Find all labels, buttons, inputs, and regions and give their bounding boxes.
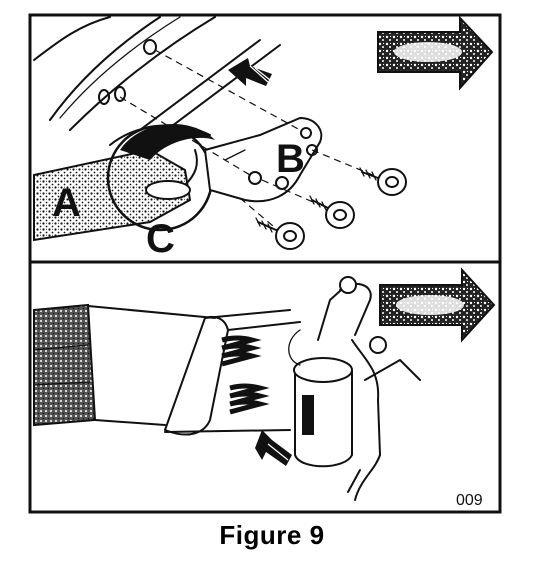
spring-icon <box>221 335 262 367</box>
callout-b: B <box>276 137 305 181</box>
mounting-bracket-b <box>203 116 323 203</box>
handle-grip <box>33 303 97 427</box>
figure-code: 009 <box>456 492 483 509</box>
callout-a: A <box>52 181 81 225</box>
top-panel: A B C <box>33 15 494 261</box>
screw-icon <box>309 195 355 229</box>
figure-caption: Figure 9 <box>219 520 325 550</box>
direction-arrow-icon <box>228 58 272 86</box>
forward-arrow-icon <box>379 267 496 343</box>
forward-arrow-icon <box>377 15 494 91</box>
screw-icon <box>255 217 305 250</box>
direction-arrow-icon <box>255 430 292 466</box>
bottom-panel: 009 <box>33 267 496 509</box>
spring-icon <box>229 383 270 415</box>
screw-icon <box>359 167 407 196</box>
callout-c: C <box>146 217 175 261</box>
